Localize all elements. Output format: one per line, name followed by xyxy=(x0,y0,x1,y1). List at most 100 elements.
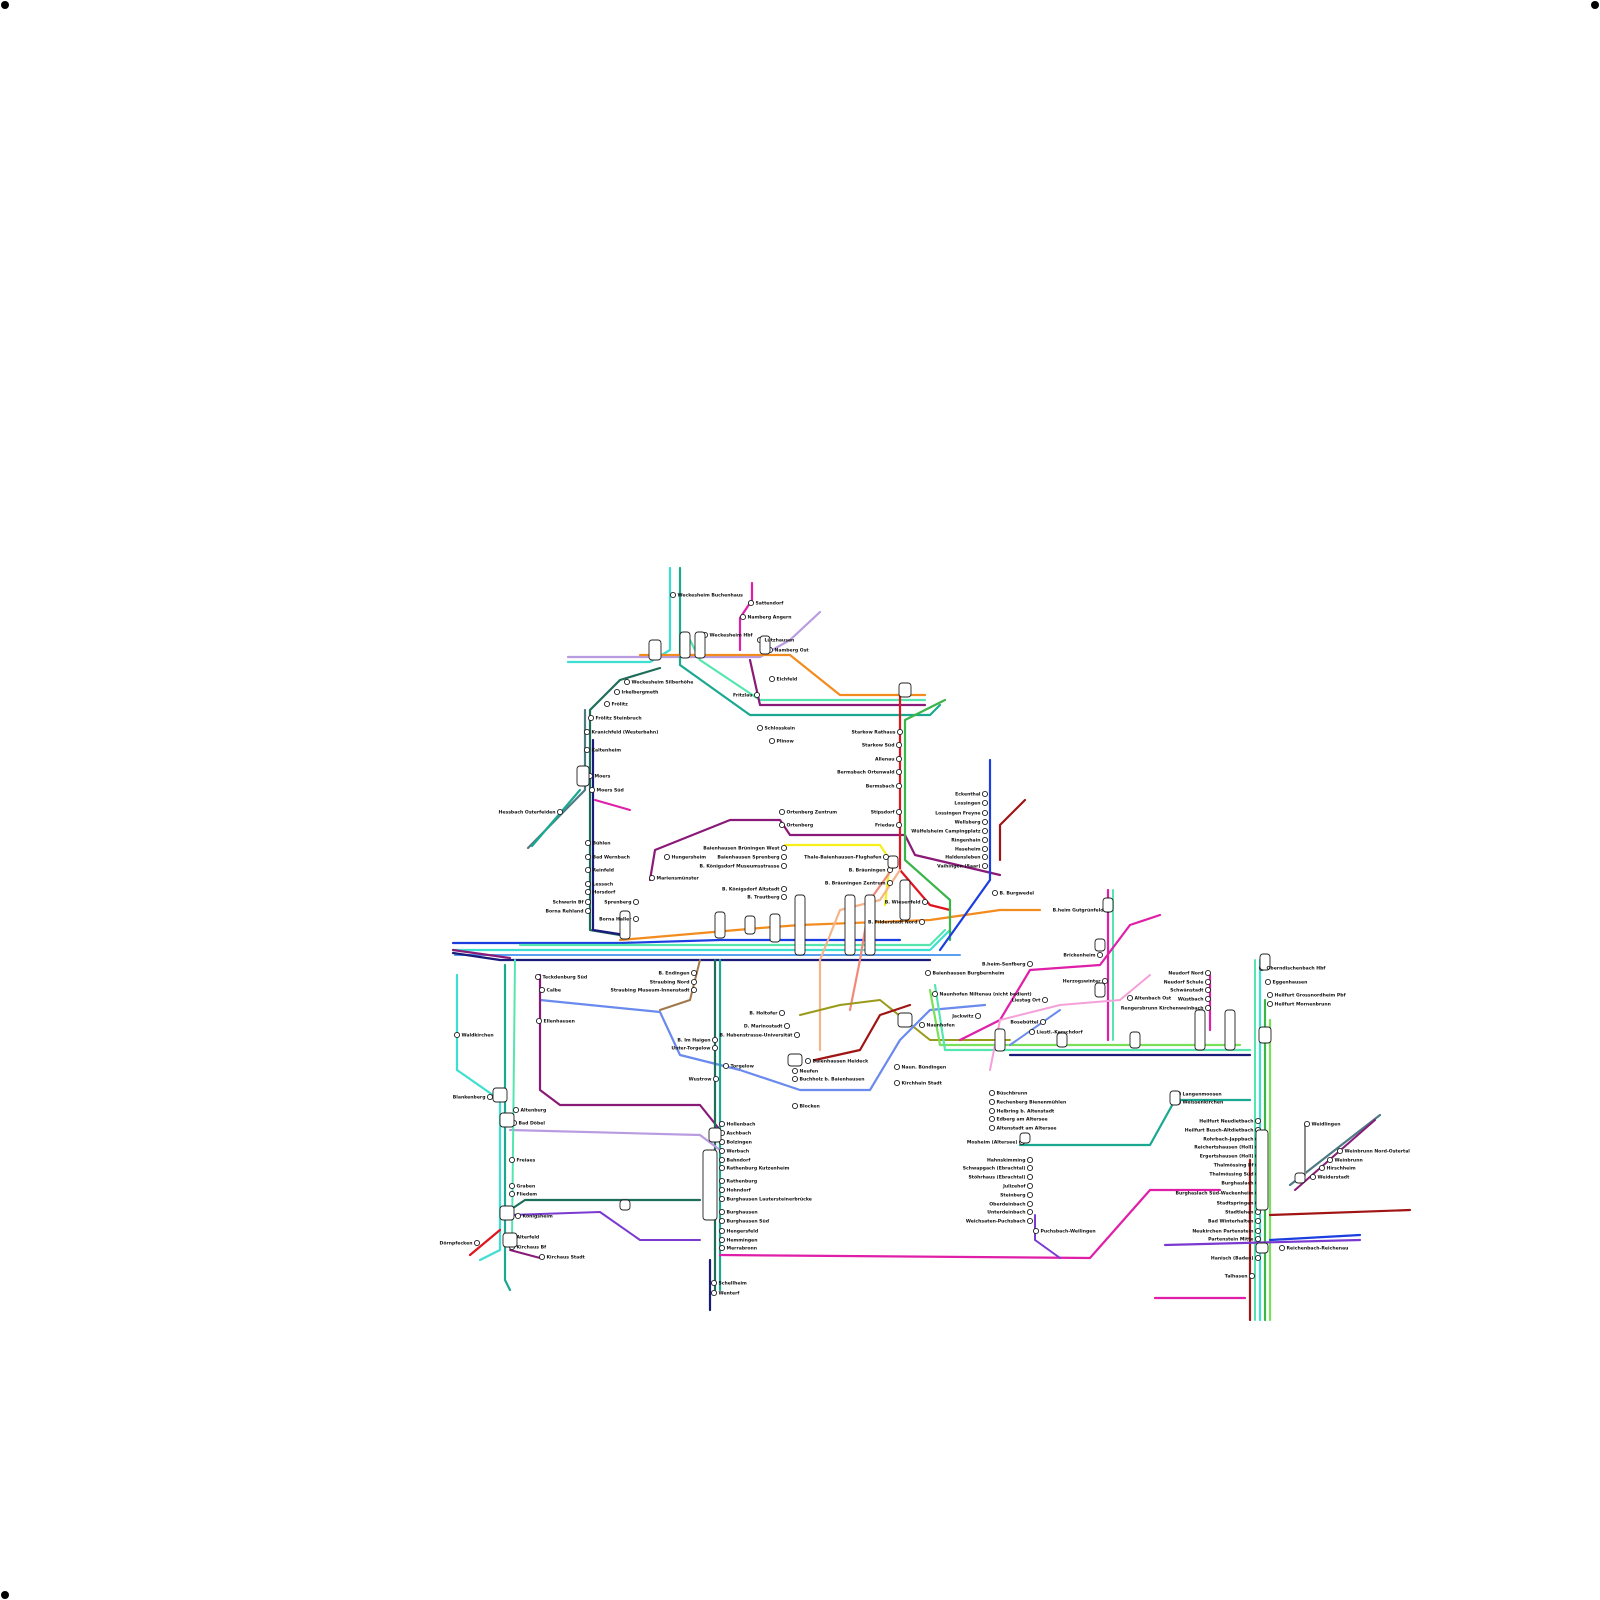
station-marker[interactable] xyxy=(556,808,564,816)
station-marker[interactable] xyxy=(718,1164,726,1172)
station-marker[interactable] xyxy=(1278,1244,1286,1252)
station-marker[interactable] xyxy=(895,741,903,749)
station-marker[interactable] xyxy=(895,768,903,776)
station-marker[interactable] xyxy=(690,969,698,977)
station-marker[interactable] xyxy=(1318,1164,1326,1172)
station-marker[interactable] xyxy=(535,1017,543,1025)
station-marker[interactable] xyxy=(584,839,592,847)
station-marker[interactable] xyxy=(1096,951,1104,959)
station-marker[interactable] xyxy=(534,973,542,981)
station-marker[interactable] xyxy=(603,700,611,708)
station-marker[interactable] xyxy=(718,1147,726,1155)
interchange-station[interactable] xyxy=(887,855,899,869)
station-marker[interactable] xyxy=(1026,1164,1034,1172)
station-marker[interactable] xyxy=(718,1177,726,1185)
station-marker[interactable] xyxy=(473,1239,481,1247)
station-marker[interactable] xyxy=(718,1208,726,1216)
station-marker[interactable] xyxy=(711,1036,719,1044)
station-marker[interactable] xyxy=(1026,1173,1034,1181)
interchange-station[interactable] xyxy=(1019,1132,1031,1144)
interchange-station[interactable] xyxy=(702,1149,718,1221)
station-marker[interactable] xyxy=(981,845,989,853)
station-marker[interactable] xyxy=(804,1057,812,1065)
interchange-station[interactable] xyxy=(787,1053,803,1067)
station-marker[interactable] xyxy=(1266,991,1274,999)
station-marker[interactable] xyxy=(663,853,671,861)
station-marker[interactable] xyxy=(793,1031,801,1039)
station-marker[interactable] xyxy=(893,1063,901,1071)
station-marker[interactable] xyxy=(778,821,786,829)
interchange-station[interactable] xyxy=(1259,953,1271,971)
station-marker[interactable] xyxy=(1336,1147,1344,1155)
station-marker[interactable] xyxy=(584,853,592,861)
station-marker[interactable] xyxy=(931,990,939,998)
station-marker[interactable] xyxy=(747,599,755,607)
station-marker[interactable] xyxy=(988,1089,996,1097)
interchange-station[interactable] xyxy=(759,635,771,655)
station-marker[interactable] xyxy=(778,1009,786,1017)
station-marker[interactable] xyxy=(508,1182,516,1190)
station-marker[interactable] xyxy=(584,866,592,874)
station-marker[interactable] xyxy=(718,1217,726,1225)
interchange-station[interactable] xyxy=(899,879,911,921)
station-marker[interactable] xyxy=(780,853,788,861)
station-marker[interactable] xyxy=(648,874,656,882)
station-marker[interactable] xyxy=(988,1098,996,1106)
station-marker[interactable] xyxy=(1248,1272,1256,1280)
station-marker[interactable] xyxy=(981,862,989,870)
station-marker[interactable] xyxy=(1026,1182,1034,1190)
station-marker[interactable] xyxy=(918,1021,926,1029)
station-marker[interactable] xyxy=(1041,996,1049,1004)
station-marker[interactable] xyxy=(893,1079,901,1087)
station-marker[interactable] xyxy=(613,688,621,696)
station-marker[interactable] xyxy=(756,724,764,732)
station-marker[interactable] xyxy=(1266,1000,1274,1008)
station-marker[interactable] xyxy=(1026,1156,1034,1164)
station-marker[interactable] xyxy=(1026,1191,1034,1199)
station-marker[interactable] xyxy=(988,1124,996,1132)
station-marker[interactable] xyxy=(778,808,786,816)
interchange-station[interactable] xyxy=(769,913,781,943)
interchange-station[interactable] xyxy=(844,894,856,956)
station-marker[interactable] xyxy=(1254,1254,1262,1262)
interchange-station[interactable] xyxy=(794,894,806,956)
station-marker[interactable] xyxy=(508,1190,516,1198)
interchange-station[interactable] xyxy=(708,1127,722,1143)
station-marker[interactable] xyxy=(981,809,989,817)
interchange-station[interactable] xyxy=(694,631,706,659)
station-marker[interactable] xyxy=(895,821,903,829)
station-marker[interactable] xyxy=(486,1093,494,1101)
station-marker[interactable] xyxy=(1039,1018,1047,1026)
station-marker[interactable] xyxy=(669,591,677,599)
interchange-station[interactable] xyxy=(1255,1129,1269,1211)
station-marker[interactable] xyxy=(981,799,989,807)
station-marker[interactable] xyxy=(1101,977,1109,985)
station-marker[interactable] xyxy=(1254,1217,1262,1225)
station-marker[interactable] xyxy=(722,1062,730,1070)
station-marker[interactable] xyxy=(895,808,903,816)
station-marker[interactable] xyxy=(981,853,989,861)
interchange-station[interactable] xyxy=(898,682,912,698)
station-marker[interactable] xyxy=(584,880,592,888)
interchange-station[interactable] xyxy=(1056,1032,1068,1048)
station-marker[interactable] xyxy=(718,1120,726,1128)
interchange-station[interactable] xyxy=(1169,1090,1181,1106)
station-marker[interactable] xyxy=(718,1244,726,1252)
station-marker[interactable] xyxy=(896,728,904,736)
station-marker[interactable] xyxy=(690,986,698,994)
interchange-station[interactable] xyxy=(619,1199,631,1211)
station-marker[interactable] xyxy=(753,691,761,699)
station-marker[interactable] xyxy=(921,898,929,906)
interchange-station[interactable] xyxy=(648,639,662,661)
station-marker[interactable] xyxy=(718,1156,726,1164)
interchange-station[interactable] xyxy=(492,1087,508,1103)
station-marker[interactable] xyxy=(1254,1117,1262,1125)
station-marker[interactable] xyxy=(791,1102,799,1110)
station-marker[interactable] xyxy=(690,978,698,986)
interchange-station[interactable] xyxy=(1258,1026,1272,1044)
station-marker[interactable] xyxy=(587,714,595,722)
interchange-station[interactable] xyxy=(499,1112,515,1128)
station-marker[interactable] xyxy=(768,675,776,683)
station-marker[interactable] xyxy=(584,888,592,896)
station-marker[interactable] xyxy=(1309,1173,1317,1181)
